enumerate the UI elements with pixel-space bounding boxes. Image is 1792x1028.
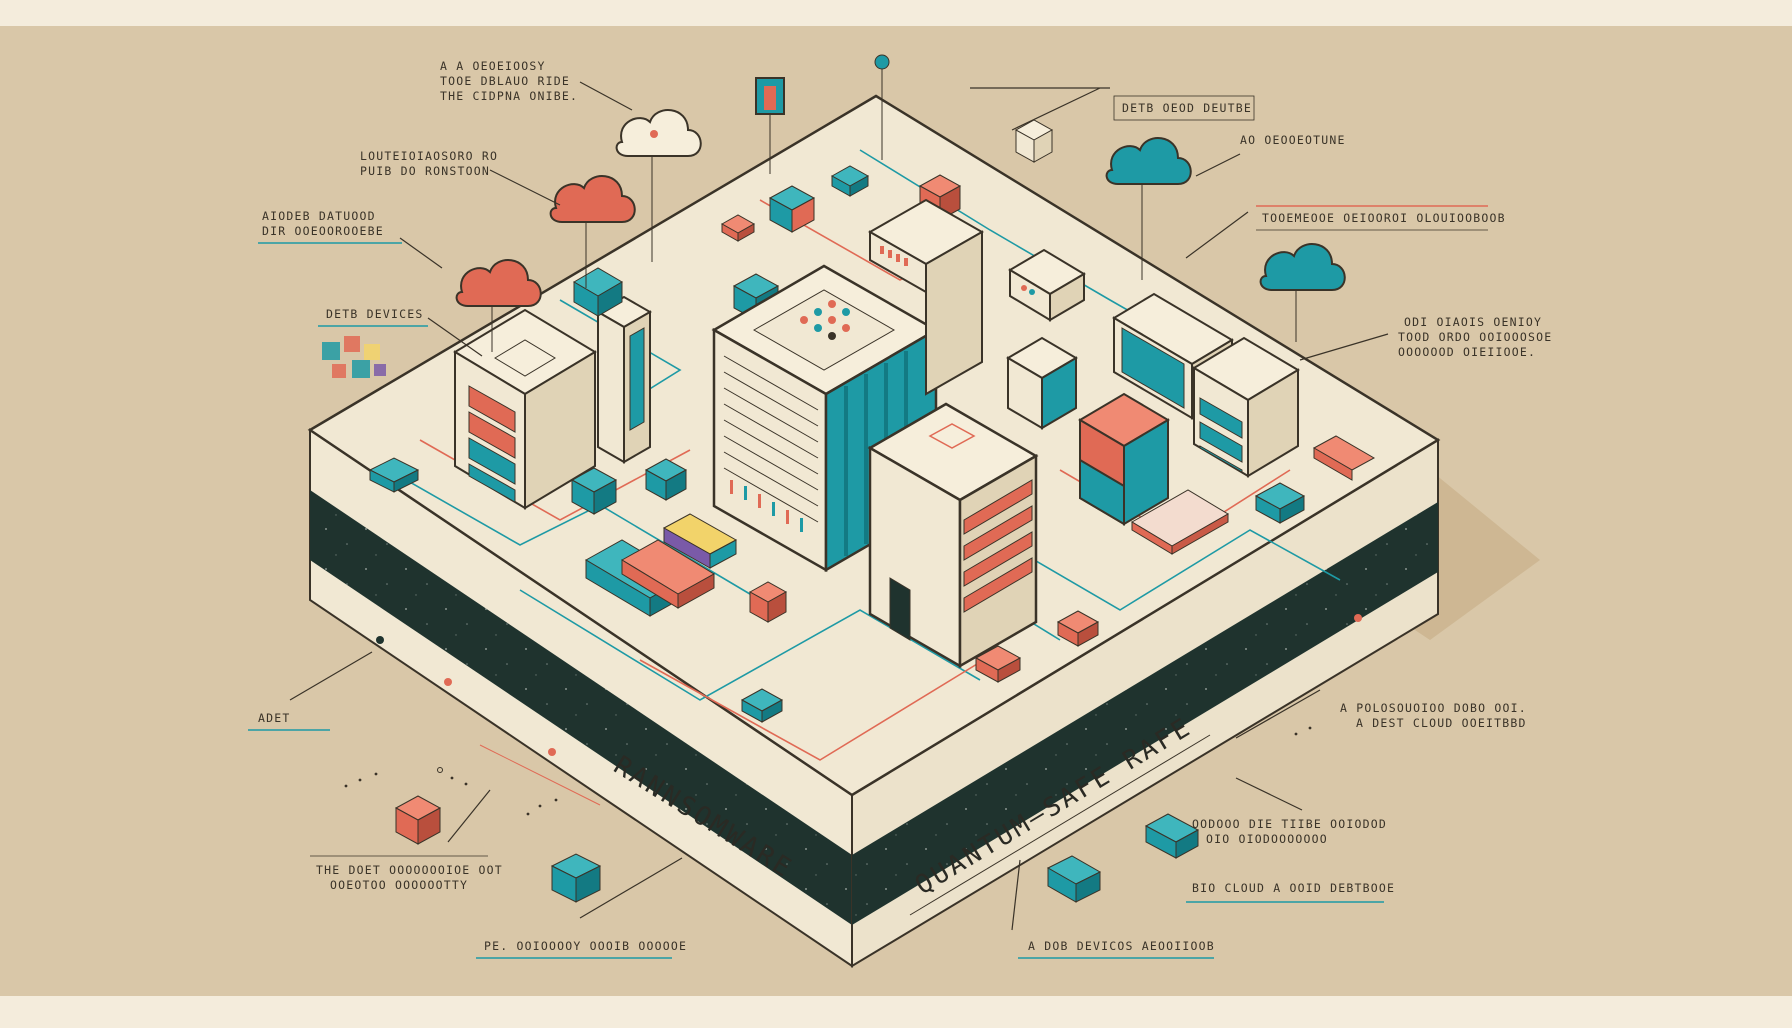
callout-4: DETB OEOD DEUTBE: [1122, 101, 1252, 115]
pin-left-1: [376, 636, 384, 644]
callout-14: A DOB DEVICOS AEOOIIOOB: [1028, 939, 1215, 953]
pin-left-3: [548, 748, 556, 756]
callout-11: BIO CLOUD A OOID DEBTBOOE: [1192, 881, 1395, 895]
callout-3: DETB DEVICES: [326, 307, 423, 321]
server-stack-right: [1080, 394, 1168, 524]
server-box-right-mid: [1008, 338, 1076, 428]
callout-8: ADET: [258, 711, 291, 725]
callout-1: LOUTEIOIAOSORO RO PUIB DO RONSTOON: [360, 149, 506, 178]
callout-9: A POLOSOUOIOO DOBO OOI. A DEST CLOUD OOE…: [1340, 701, 1535, 730]
callout-5: AO OEOOEOTUNE: [1240, 133, 1346, 147]
server-rack-left: [455, 310, 595, 508]
callout-6: TOOEMEOOE OEIOOROI OLOUIOOBOOB: [1262, 211, 1506, 225]
callout-2: AIODEB DATUOOD DIR OOEOOROOEBE: [262, 209, 384, 238]
pin-left-2: [444, 678, 452, 686]
pin-top: [875, 55, 889, 69]
server-tower-slim: [598, 297, 650, 462]
pin-right-1: [1354, 614, 1362, 622]
front-building: [870, 404, 1036, 666]
callout-13: PE. OOIOOOOY OOOIB OOOOOE: [484, 939, 687, 953]
